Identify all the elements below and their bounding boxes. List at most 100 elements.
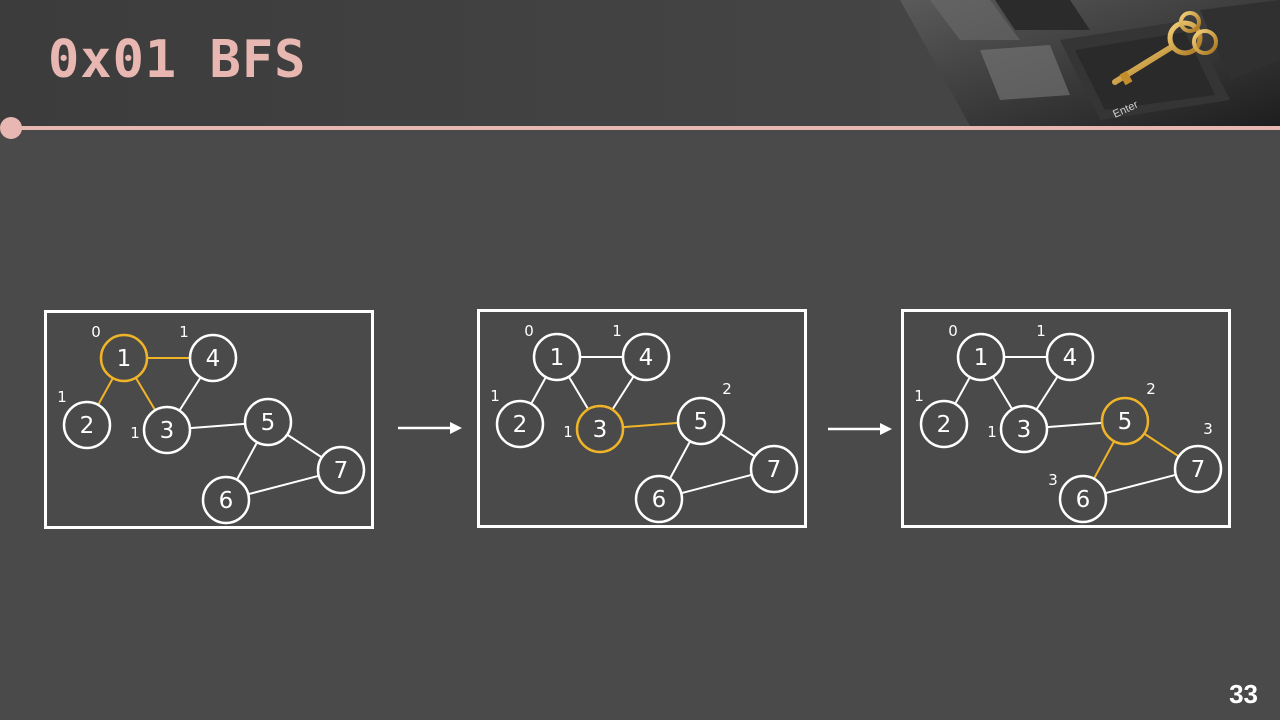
graph-node-5: 5 (1100, 396, 1150, 446)
graph-node-1: 1 (99, 333, 149, 383)
node-label: 6 (219, 488, 234, 514)
graph-node-4: 4 (1045, 332, 1095, 382)
graph-node-7: 7 (1173, 444, 1223, 494)
node-label: 1 (550, 345, 565, 371)
graph-edge-1-2 (530, 376, 547, 405)
graph-node-5: 5 (243, 397, 293, 447)
graph-edge-3-5 (189, 422, 246, 430)
distance-label-node-1: 0 (948, 322, 958, 340)
distance-label-node-2: 1 (57, 388, 67, 406)
graph-node-7: 7 (749, 444, 799, 494)
graph-edge-1-2 (954, 376, 971, 405)
node-label: 3 (593, 417, 608, 443)
graph-edge-5-6 (1093, 440, 1115, 480)
graph-node-4: 4 (188, 333, 238, 383)
graph-node-7: 7 (316, 445, 366, 495)
node-label: 1 (117, 346, 132, 372)
graph-edge-3-4 (178, 376, 202, 412)
node-label: 4 (639, 345, 654, 371)
graph-edge-3-5 (622, 421, 679, 429)
node-circle (1100, 396, 1150, 446)
graph-edge-3-4 (611, 375, 635, 411)
distance-label-node-6: 3 (1048, 471, 1058, 489)
node-circle (575, 404, 625, 454)
node-label: 7 (334, 458, 349, 484)
node-label: 7 (767, 457, 782, 483)
graph-edge-6-7 (248, 474, 319, 496)
node-label: 2 (513, 412, 528, 438)
graph-node-4: 4 (621, 332, 671, 382)
graph-edge-5-6 (669, 440, 691, 480)
golden-key-icon (1112, 11, 1218, 86)
node-circle (316, 445, 366, 495)
node-circle (621, 332, 671, 382)
graph-edge-6-7 (1105, 473, 1176, 495)
distance-label-node-5: 2 (1146, 380, 1156, 398)
node-label: 5 (1118, 409, 1133, 435)
graph-edge-3-4 (1035, 375, 1059, 411)
node-circle (956, 332, 1006, 382)
graph-node-2: 2 (919, 399, 969, 449)
distance-label-node-3: 1 (563, 423, 573, 441)
distance-label-node-7: 3 (1203, 420, 1213, 438)
graph-edge-1-2 (97, 377, 114, 406)
node-label: 2 (80, 413, 95, 439)
node-circle (999, 404, 1049, 454)
node-circle (201, 475, 251, 525)
distance-label-node-4: 1 (612, 322, 622, 340)
distance-label-node-5: 2 (722, 380, 732, 398)
node-label: 1 (974, 345, 989, 371)
distance-label-node-2: 1 (490, 387, 500, 405)
node-circle (1058, 474, 1108, 524)
node-circle (243, 397, 293, 447)
node-label: 7 (1191, 457, 1206, 483)
distance-label-node-1: 0 (524, 322, 534, 340)
graph-edge-3-5 (1046, 421, 1103, 429)
graph-node-2: 2 (62, 400, 112, 450)
graph-edge-5-6 (236, 441, 258, 481)
graph-node-6: 6 (1058, 474, 1108, 524)
node-circle (634, 474, 684, 524)
node-label: 4 (206, 346, 221, 372)
slide-title: 0x01 BFS (48, 30, 307, 90)
node-circle (919, 399, 969, 449)
node-circle (99, 333, 149, 383)
keyboard-key-image: Enter (900, 0, 1280, 126)
graph-edge-5-7 (719, 432, 756, 458)
node-circle (749, 444, 799, 494)
graph-node-3: 3 (575, 404, 625, 454)
node-label: 3 (1017, 417, 1032, 443)
page-number: 33 (1229, 679, 1258, 709)
node-label: 6 (652, 487, 667, 513)
node-circle (142, 405, 192, 455)
node-circle (676, 396, 726, 446)
node-circle (1173, 444, 1223, 494)
graph-node-1: 1 (956, 332, 1006, 382)
node-circle (188, 333, 238, 383)
node-circle (495, 399, 545, 449)
distance-label-node-3: 1 (987, 423, 997, 441)
graph-edge-1-3 (567, 376, 590, 410)
graph-node-1: 1 (532, 332, 582, 382)
graph-node-2: 2 (495, 399, 545, 449)
title-underline-dot (0, 117, 22, 139)
node-label: 2 (937, 412, 952, 438)
node-label: 6 (1076, 487, 1091, 513)
distance-label-node-4: 1 (179, 323, 189, 341)
slide-header: Enter 0x01 BFS (0, 0, 1280, 128)
node-circle (532, 332, 582, 382)
graph-node-6: 6 (634, 474, 684, 524)
node-label: 4 (1063, 345, 1078, 371)
graph-edge-5-7 (1143, 432, 1180, 458)
distance-label-node-1: 0 (91, 323, 101, 341)
graph-node-3: 3 (142, 405, 192, 455)
graph-edge-1-3 (991, 376, 1014, 410)
graph-node-5: 5 (676, 396, 726, 446)
arrow-right-icon (398, 422, 462, 434)
graph-node-6: 6 (201, 475, 251, 525)
